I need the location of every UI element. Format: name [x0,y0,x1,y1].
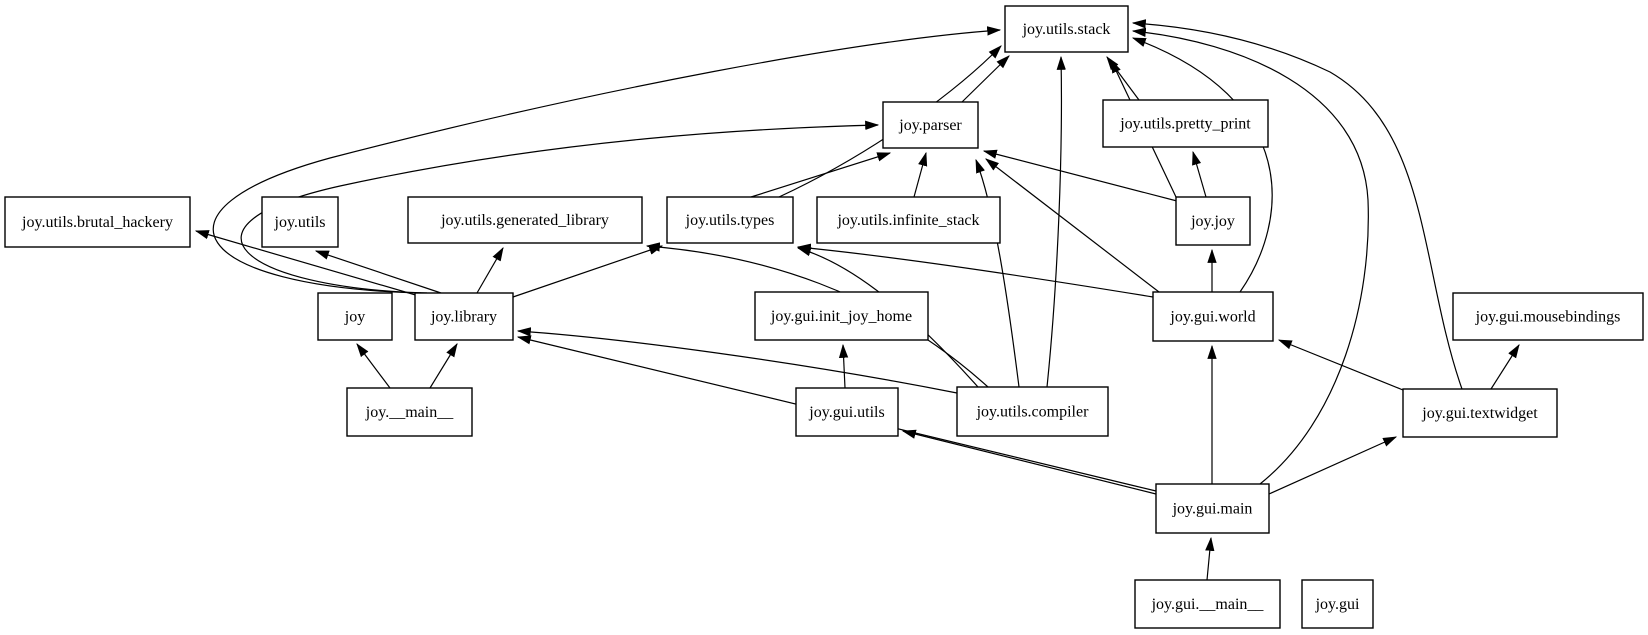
nodes-layer: joy.utils.stack joy.parser joy.utils.prett… [4,5,1644,629]
node-label: joy.__main__ [365,404,454,421]
node-box [1155,483,1270,534]
edge-joy.__main__-to-joy [356,343,391,389]
node-box [795,387,899,437]
edge-joy.utils.compiler-to-joy.utils.stack [1046,55,1066,388]
edge-joy.library-to-joy.utils.brutal_hackery [194,230,420,297]
edges-layer [194,19,1520,581]
node-box [317,292,393,341]
edge-joy.gui.main-to-joy.library [516,335,1157,492]
node-label: joy.utils.generated_library [440,212,609,229]
node-label: joy.gui.__main__ [1151,596,1265,613]
edge-joy.joy-to-joy.parser [982,149,1178,202]
node-joy.utils.generated_library: joy.utils.generated_library [407,196,643,244]
node-joy.utils.types: joy.utils.types [666,196,794,244]
node-joy.gui.main: joy.gui.main [1155,483,1270,534]
node-joy.utils: joy.utils [261,196,339,248]
edge-joy.library-to-joy.utils.generated_library [476,246,504,294]
node-label: joy.utils.types [685,212,775,229]
node-label: joy.gui [1315,596,1360,613]
node-box [1452,292,1644,341]
edge-joy.gui.utils-to-joy.gui.init_joy_home [838,343,849,389]
node-box [1152,291,1274,342]
edge-joy.gui.textwidget-to-joy.gui.mousebindings [1490,344,1520,390]
node-joy.joy: joy.joy [1175,196,1251,246]
edge-joy.parser-to-joy.utils.stack [961,55,1010,103]
node-box [407,196,643,244]
edge-joy.gui.textwidget-to-joy.gui.world [1277,339,1404,391]
node-label: joy.utils.compiler [976,404,1090,421]
edge-joy.utils.infinite_stack-to-joy.parser [913,151,928,198]
node-label: joy [344,309,365,326]
edge-joy.library-to-joy.utils.stack [212,26,1002,294]
node-label: joy.utils [274,214,326,231]
edge-joy.utils.compiler-to-joy.parser [975,158,1020,388]
node-box [1134,579,1281,629]
node-label: joy.gui.textwidget [1421,405,1538,422]
edge-joy.gui.main-to-joy.gui.utils [901,429,1157,495]
node-label: joy.utils.brutal_hackery [21,214,173,231]
edge-joy.gui.textwidget-to-joy.utils.stack [1131,19,1463,390]
node-label: joy.parser [898,117,962,134]
node-joy.__main__: joy.__main__ [346,387,473,437]
node-label: joy.gui.main [1172,501,1253,518]
node-box [261,196,339,248]
node-joy.gui.init_joy_home: joy.gui.init_joy_home [754,291,929,341]
node-joy.gui.utils: joy.gui.utils [795,387,899,437]
edge-joy.utils.types-to-joy.parser [750,152,892,198]
edge-joy.library-to-joy.utils.types [512,245,664,298]
edge-joy.gui.world-to-joy.utils.types [796,243,1154,298]
node-joy.gui.mousebindings: joy.gui.mousebindings [1452,292,1644,341]
edge-joy.gui.main-to-joy.utils.stack [1131,27,1369,485]
node-box [414,292,514,341]
node-label: joy.gui.utils [808,404,884,421]
node-box [4,196,191,248]
node-joy.gui: joy.gui [1301,579,1374,629]
node-joy.utils.stack: joy.utils.stack [1004,5,1129,53]
node-label: joy.utils.stack [1022,21,1111,38]
node-joy.utils.pretty_print: joy.utils.pretty_print [1102,99,1269,148]
edge-joy.gui.world-to-joy.utils.stack [1131,37,1273,293]
node-box [1301,579,1374,629]
node-box [666,196,794,244]
node-label: joy.gui.world [1169,309,1255,326]
node-joy.gui.__main__: joy.gui.__main__ [1134,579,1281,629]
node-joy: joy [317,292,393,341]
edge-joy.gui.__main__-to-joy.gui.main [1205,536,1215,581]
edge-joy.library-to-joy.utils [314,250,442,294]
node-box [1004,5,1129,53]
edge-joy.library-to-joy.parser [240,120,880,294]
node-joy.utils.compiler: joy.utils.compiler [956,386,1109,437]
node-label: joy.library [430,309,497,326]
node-label: joy.utils.pretty_print [1119,116,1251,133]
node-box [882,101,979,149]
node-box [1402,388,1558,438]
node-joy.parser: joy.parser [882,101,979,149]
node-label: joy.gui.init_joy_home [770,308,912,325]
edge-joy.__main__-to-joy.library [429,343,458,389]
node-joy.utils.infinite_stack: joy.utils.infinite_stack [816,196,1001,244]
node-box [754,291,929,341]
edge-joy.utils.compiler-to-joy.library [516,327,958,394]
edge-joy.gui.world-to-joy.parser [985,158,1160,293]
node-joy.gui.world: joy.gui.world [1152,291,1274,342]
node-joy.library: joy.library [414,292,514,341]
node-label: joy.gui.mousebindings [1475,309,1621,326]
node-label: joy.utils.infinite_stack [836,212,979,229]
edge-joy.joy-to-joy.utils.pretty_print [1192,150,1207,198]
node-joy.utils.brutal_hackery: joy.utils.brutal_hackery [4,196,191,248]
node-label: joy.joy [1190,213,1235,230]
node-box [346,387,473,437]
node-box [1102,99,1269,148]
node-joy.gui.textwidget: joy.gui.textwidget [1402,388,1558,438]
edge-joy.utils.pretty_print-to-joy.utils.stack [1106,56,1140,101]
node-box [816,196,1001,244]
edge-joy.utils.compiler-to-joy.utils.types [796,247,979,388]
node-box [956,386,1109,437]
edge-joy.gui.main-to-joy.gui.textwidget [1268,436,1398,495]
node-box [1175,196,1251,246]
